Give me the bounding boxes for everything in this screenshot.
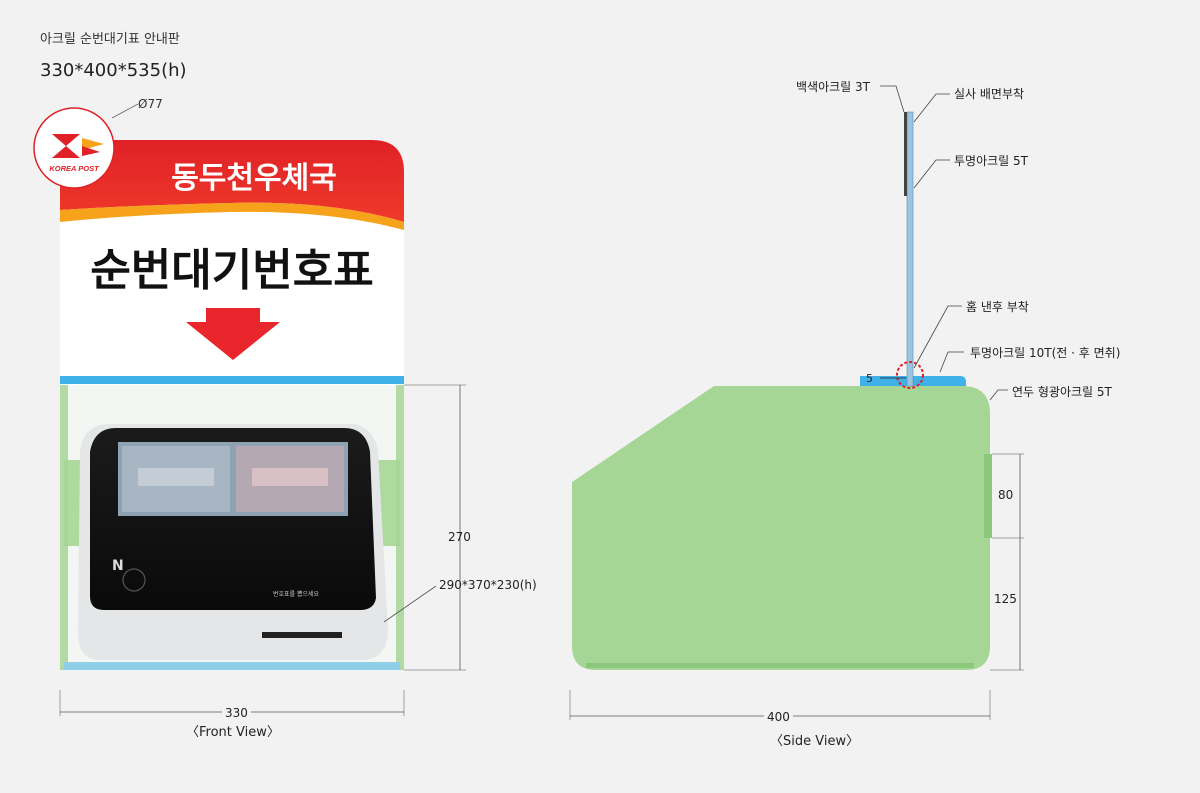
callout-white-acrylic: 백색아크릴 3T xyxy=(796,80,870,94)
side-dim-80: 80 xyxy=(998,488,1014,502)
sign-orange-stripe xyxy=(60,202,404,230)
side-gap-dim: 5 xyxy=(866,372,873,385)
sign-blue-bar xyxy=(60,376,404,384)
callout-green-acrylic: 연두 형광아크릴 5T xyxy=(1012,385,1112,399)
ticket-kiosk-device: N 번호표를 뽑으세요 xyxy=(78,424,388,660)
logo-text: KOREA POST xyxy=(49,164,100,173)
side-rear-slot xyxy=(984,454,992,538)
leader-print-back xyxy=(913,93,950,123)
front-height-dim: 270 xyxy=(448,530,471,544)
side-clear-acrylic-post xyxy=(906,111,914,387)
side-view-label: 〈Side View〉 xyxy=(770,734,860,749)
front-view-label: 〈Front View〉 xyxy=(186,725,280,740)
device-size-dim: 290*370*230(h) xyxy=(439,578,537,592)
logo-diameter-label: Ø77 xyxy=(138,97,163,111)
logo-dim-leader xyxy=(111,103,139,119)
overall-size: 330*400*535(h) xyxy=(40,60,187,81)
side-white-acrylic xyxy=(904,112,907,196)
leader-clear-5t xyxy=(913,159,950,189)
front-base-strip xyxy=(64,662,400,670)
device-panel-text: 번호표를 뽑으세요 xyxy=(273,590,320,598)
leader-clear-10t xyxy=(939,351,964,373)
side-dim-125: 125 xyxy=(994,592,1017,606)
device-screen-button-right xyxy=(252,468,328,486)
sign-red-header xyxy=(60,140,404,222)
device-brand-logo: N xyxy=(112,558,124,574)
device-card-reader-icon xyxy=(122,568,146,592)
side-green-body xyxy=(572,386,990,670)
office-name: 동두천우체국 xyxy=(171,161,337,196)
logo-circle xyxy=(33,107,115,189)
down-arrow-icon xyxy=(186,308,280,360)
device-dim-leader xyxy=(383,585,437,623)
sign-main-text: 순번대기번호표 xyxy=(90,245,373,296)
front-width-dim: 330 xyxy=(222,706,251,720)
callout-print-back: 실사 배면부착 xyxy=(954,87,1025,101)
callout-groove: 홈 낸후 부착 xyxy=(966,300,1029,314)
groove-highlight-circle xyxy=(896,361,924,389)
side-width-dim: 400 xyxy=(764,710,793,724)
side-bottom-plate xyxy=(586,663,974,668)
side-view xyxy=(569,85,1024,720)
drawing-title: 아크릴 순번대기표 안내판 xyxy=(40,32,180,47)
leader-white-acrylic xyxy=(880,85,905,113)
callout-clear-10t: 투명아크릴 10T(전 · 후 면취) xyxy=(970,346,1121,360)
leader-green-acrylic xyxy=(989,389,1008,401)
device-screen-button-left xyxy=(138,468,214,486)
korea-post-logo-icon xyxy=(52,134,104,158)
front-view: KOREA POST 동두천우체국 순번대기번호표 N 번호표를 뽑으세요 xyxy=(33,103,466,716)
callout-clear-5t: 투명아크릴 5T xyxy=(954,154,1028,168)
device-ticket-slot xyxy=(262,632,342,638)
leader-groove xyxy=(913,305,962,369)
